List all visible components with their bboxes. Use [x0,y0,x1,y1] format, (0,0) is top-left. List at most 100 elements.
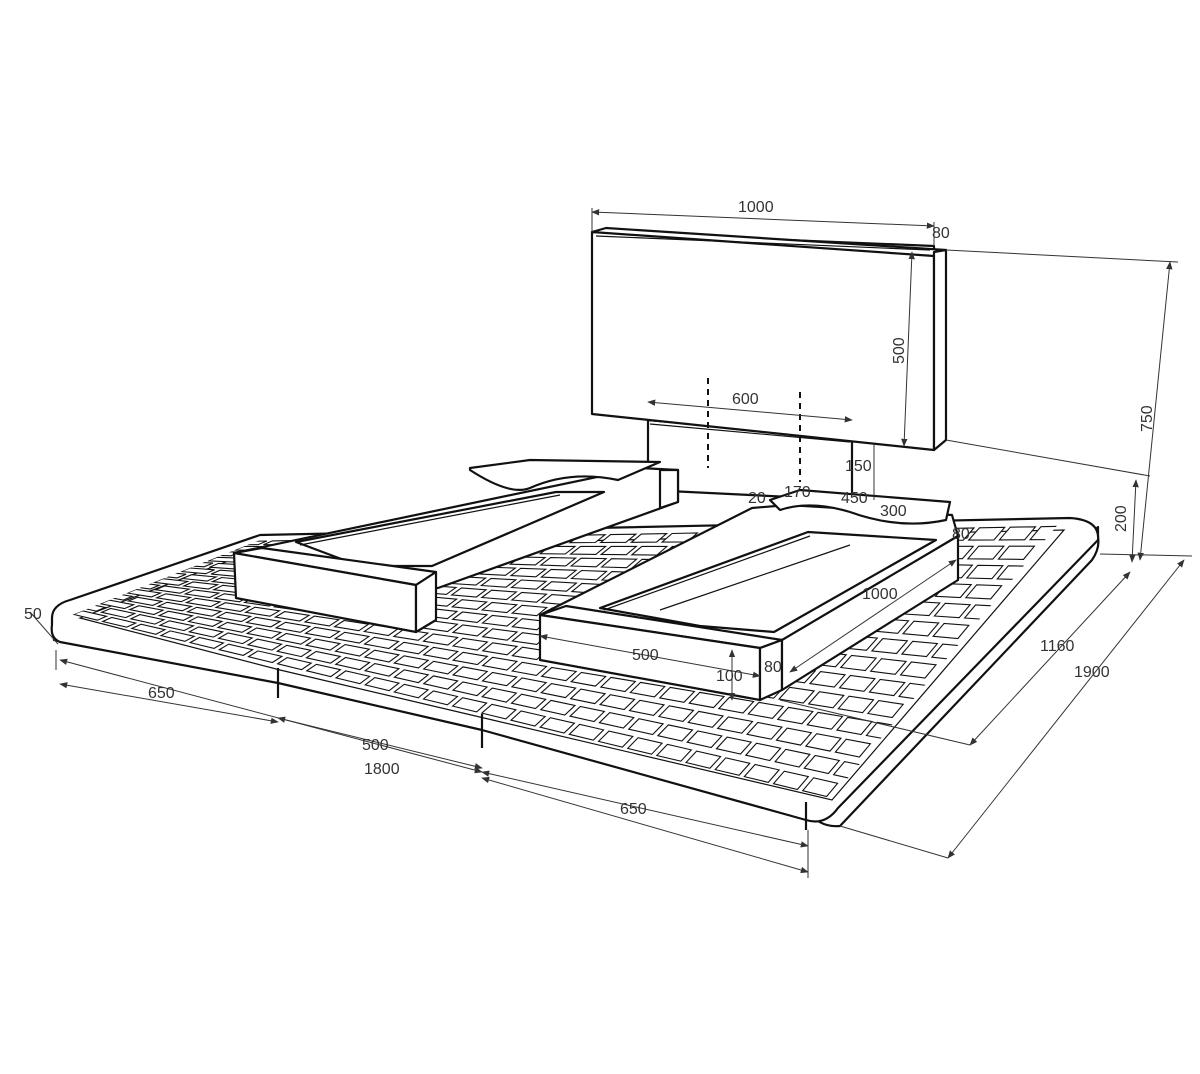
paving-tile [716,716,754,734]
paving-tile [151,578,190,586]
dimension-labels: 1000 80 500 600 150 750 200 20 170 450 3… [24,199,1156,818]
paving-tile [188,636,225,649]
paving-tile [126,596,164,606]
paving-tile [598,694,636,711]
paving-tile [183,589,221,599]
paving-tile [656,724,694,742]
label-flower-bed-width: 500 [632,647,659,664]
paving-tile [599,545,638,556]
paving-tile [568,705,606,723]
paving-tile [244,606,282,617]
paving-tile [539,717,576,734]
label-front-left-650: 650 [148,685,175,702]
label-stand-height: 150 [845,458,872,475]
paving-tile [184,597,222,608]
paving-tile [834,738,872,758]
paving-tile [569,557,608,568]
paving-tile [868,678,906,697]
paving-tile [100,616,138,628]
paving-tile [803,754,841,775]
paving-tile [629,533,669,543]
stele [590,226,948,502]
paving-tile [509,567,548,578]
dimension-lines [29,208,1193,878]
paving-tile [966,545,1005,560]
paving-tile [246,638,283,651]
paving-tile [658,686,696,703]
paving-tile [481,614,519,627]
paving-tile [806,711,844,730]
paving-tile [217,632,254,645]
label-flower-bed-height: 100 [716,668,743,685]
label-front-total-1800: 1800 [364,761,400,778]
paving-tile [967,526,1006,541]
paving-tile [686,730,723,749]
paving-tile [480,589,518,601]
paving-tile [217,643,255,656]
label-dim-80-right: 80 [952,526,970,543]
paving-tile [481,687,518,703]
paving-tile [451,624,489,637]
paving-tile [422,646,460,660]
label-depth-1160: 1160 [1040,638,1075,655]
label-stele-width: 1000 [738,199,774,216]
paving-tile [629,681,666,698]
paving-tile [481,642,519,656]
paving-tile [599,533,638,544]
paving-tile [215,611,253,623]
paving-tile [866,700,905,719]
paving-tile [216,621,253,633]
paving-tile [158,620,196,632]
paving-tile [597,730,634,748]
paving-tile [99,607,137,619]
paving-tile [451,611,489,623]
paving-tile [127,605,165,616]
paving-tile [180,567,215,575]
paving-tile [187,626,225,638]
paving-tile [510,604,549,617]
paving-tile [130,623,167,635]
paving-tile [333,631,371,644]
paving-tile [186,616,224,627]
left-flower-bed [232,458,680,634]
label-edge-50: 50 [24,606,42,623]
paving-tile [154,593,193,603]
paving-tile [801,777,839,798]
paving-tile [153,585,192,594]
paving-tile [214,602,252,612]
paving-tile [185,606,223,617]
label-stand-width: 600 [732,391,759,408]
paving-tile [333,619,370,632]
paving-tile [392,628,430,641]
paving-tile [422,633,459,646]
paving-tile [688,691,726,709]
paving-tile [746,721,783,740]
label-gap-20: 20 [748,490,766,507]
label-dim-450: 450 [841,490,868,507]
paving-tile [480,703,518,720]
paving-tile [303,615,341,627]
paving-tile [599,676,637,693]
label-front-right-650: 650 [620,801,647,818]
paving-tile [539,699,577,716]
label-stele-thickness: 80 [932,225,950,242]
paving-tile [481,656,519,671]
paving-tile [655,743,693,762]
paving-tile [479,577,518,588]
paving-tile [777,686,816,704]
paving-tile [481,628,519,641]
paving-tile [510,677,548,693]
paving-tile [775,727,813,746]
paving-tile [808,671,847,688]
label-dim-300: 300 [880,503,907,520]
paving-tile [157,610,195,621]
paving-tile [630,545,669,556]
paving-tile [628,699,666,716]
paving-tile [776,706,814,725]
label-front-mid-500: 500 [362,737,389,754]
paving-tile [245,627,283,639]
paving-tile [125,588,163,598]
paving-tile [540,581,578,592]
label-dim-170: 170 [784,484,811,501]
